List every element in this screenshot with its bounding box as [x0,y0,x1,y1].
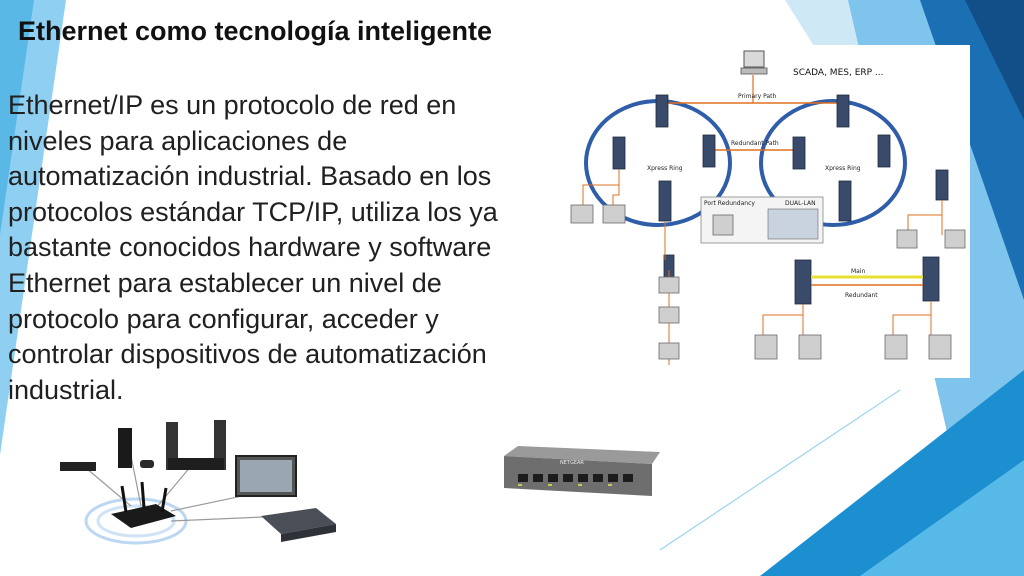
scada-computer-icon [743,50,765,68]
receiver-icon [168,458,224,470]
industrial-ethernet-diagram: SCADA, MES, ERP ... Primary Path Redunda… [563,45,970,378]
network-switch-front [281,524,336,542]
ring-switch-icon [792,136,806,170]
slide-body-text: Ethernet/IP es un protocolo de red en ni… [8,90,498,405]
scada-label: SCADA, MES, ERP ... [793,68,884,78]
tv-screen [240,460,292,492]
wifi-wave-icon [84,497,188,545]
ethernet-port-icon [608,474,618,482]
ethernet-port-icon [533,474,543,482]
ring-switch-icon [655,94,669,128]
ring-switch-icon [838,180,852,222]
game-console-icon [118,428,132,468]
ring-switch-icon [877,134,891,168]
redundant-path-label: Redundant Path [731,140,779,147]
port-redundancy-label: Port Redundancy [704,200,755,207]
port-led-icon [578,484,582,486]
dual-lan-label: DUAL-LAN [785,200,816,207]
ethernet-port-icon [518,474,528,482]
field-link [762,304,804,335]
io-module-icon [712,214,734,236]
io-module-icon [658,342,680,360]
router-antenna-icon [140,481,146,509]
io-module-icon [602,204,626,224]
router-antenna-icon [120,485,128,513]
switch-brand-label: NETGEAR [560,460,584,466]
lan-switch-icon [922,256,940,302]
io-module-icon [754,334,778,360]
ethernet-port-icon [593,474,603,482]
network-cable [130,455,142,507]
xpress-ring-right-label: Xpress Ring [825,165,861,172]
port-led-icon [518,484,522,486]
controller-icon [140,460,154,468]
io-module-icon [928,334,952,360]
slide-title: Ethernet como tecnología inteligente [17,16,493,46]
port-led-icon [608,484,612,486]
main-label: Main [851,268,866,275]
field-link [612,169,620,205]
decorative-line [659,389,901,551]
ring-switch-icon [702,134,716,168]
ring-switch-icon [612,136,626,170]
ethernet-port-icon [578,474,588,482]
io-module-icon [798,334,822,360]
ring-switch-icon [658,180,672,222]
switch-top-panel [504,446,660,464]
bottom-right-triangle-light [860,460,1024,576]
keyboard-icon [740,67,768,75]
io-module-icon [884,334,908,360]
io-module-icon [896,229,918,249]
ring-switch-icon [836,94,850,128]
network-switch-icon [261,508,336,534]
ethernet-port-icon [623,474,633,482]
io-module-icon [658,276,680,294]
primary-path-label: Primary Path [738,93,776,100]
speaker-icon [214,420,226,470]
plc-rack-icon [767,208,819,240]
left-triangle-inner-decoration [0,0,34,235]
router-antenna-icon [160,487,168,513]
ethernet-port-icon [563,474,573,482]
io-module-icon [658,306,680,324]
router-icon [111,504,176,528]
field-link [907,200,943,230]
set-top-box-icon [60,462,96,471]
io-module-icon [944,229,966,249]
netgear-switch-photo: NETGEAR [504,446,660,496]
right-band-darkest [965,0,1024,120]
xpress-ring-left-label: Xpress Ring [647,165,683,172]
field-link [892,301,932,335]
ethernet-port-icon [548,474,558,482]
lan-switch-icon [794,259,812,305]
home-network-illustration [60,420,336,545]
redundant-label: Redundant [845,292,878,299]
port-led-icon [548,484,552,486]
io-module-icon [570,204,594,224]
xpress-ring-right [759,99,907,227]
network-cable [155,465,192,509]
edge-switch-icon [935,169,949,201]
